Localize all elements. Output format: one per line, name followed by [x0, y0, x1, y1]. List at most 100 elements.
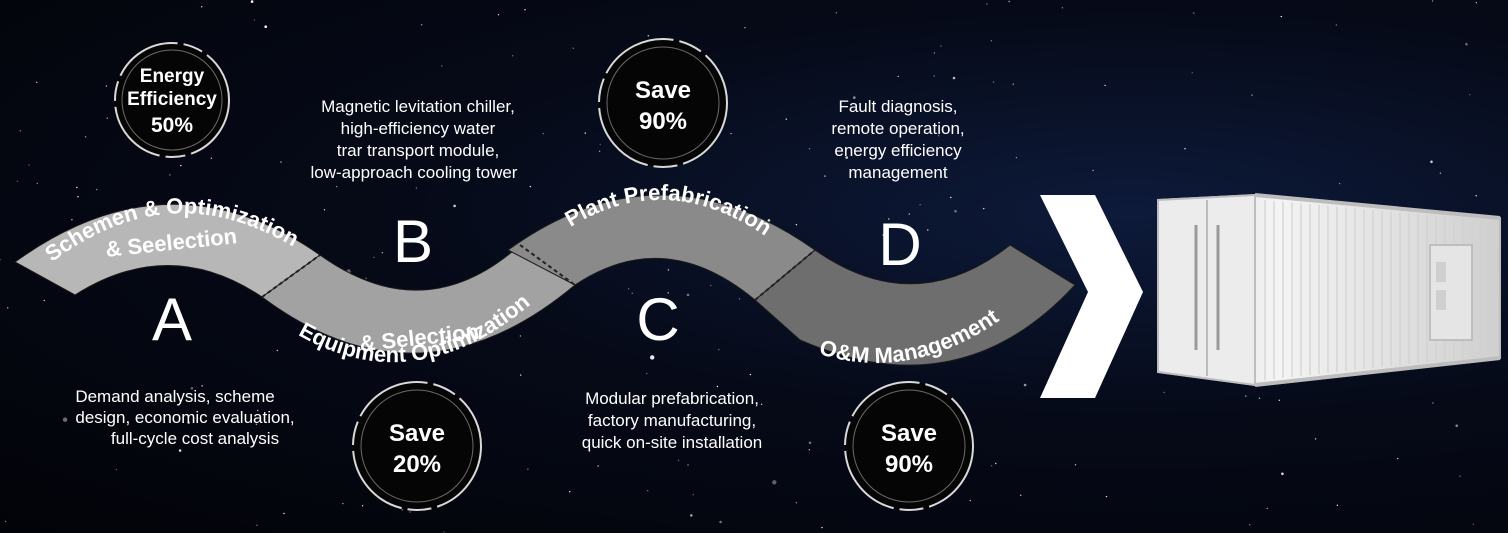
star: [1251, 94, 1253, 96]
star: [950, 196, 952, 199]
star: [597, 465, 599, 467]
star: [106, 117, 109, 119]
star: [77, 196, 79, 198]
star: [1104, 84, 1106, 87]
star: [520, 374, 522, 376]
star: [36, 81, 38, 84]
star: [381, 252, 384, 254]
stage-letter-a: A: [152, 286, 192, 353]
star: [1469, 94, 1471, 96]
star: [749, 373, 752, 376]
star: [1459, 475, 1461, 477]
star: [71, 219, 73, 221]
star: [187, 421, 190, 425]
star: [409, 511, 411, 513]
star: [1249, 524, 1251, 526]
desc-b-line-3: trar transport module,: [337, 141, 500, 160]
star: [1266, 507, 1268, 510]
star: [62, 417, 68, 422]
star: [986, 3, 988, 5]
star: [497, 14, 500, 16]
star: [1338, 182, 1341, 185]
star: [1184, 148, 1186, 150]
star: [257, 409, 259, 412]
joint-b-c: [519, 244, 576, 286]
star: [1465, 42, 1468, 46]
star: [927, 229, 929, 231]
description-b: Magnetic levitation chiller, high-effici…: [311, 97, 518, 182]
star: [342, 502, 344, 505]
star: [190, 387, 194, 390]
star: [897, 75, 899, 78]
star: [599, 143, 601, 146]
star: [661, 446, 663, 448]
star: [1397, 457, 1399, 460]
star: [647, 35, 649, 37]
star: [650, 355, 655, 360]
star: [1455, 424, 1458, 428]
star: [845, 156, 848, 159]
star: [1314, 438, 1317, 440]
star: [1430, 160, 1433, 164]
star: [1191, 72, 1193, 74]
star: [882, 234, 884, 236]
star: [169, 174, 171, 176]
desc-d-line-4: management: [848, 163, 948, 182]
desc-d-line-3: energy efficiency: [834, 141, 962, 160]
star: [365, 277, 367, 279]
star: [719, 436, 722, 438]
badge-b-line-2: 20%: [393, 451, 441, 478]
star: [524, 9, 526, 11]
star: [4, 520, 7, 523]
star: [1258, 397, 1261, 399]
star: [908, 213, 910, 215]
star: [511, 55, 514, 57]
star: [1281, 472, 1284, 476]
star: [1335, 24, 1338, 26]
star: [584, 132, 586, 134]
star: [569, 491, 571, 493]
star: [253, 19, 256, 21]
star: [1163, 391, 1165, 394]
star: [43, 299, 45, 302]
star: [1439, 172, 1442, 174]
desc-b-line-4: low-approach cooling tower: [311, 163, 518, 182]
badge-d-line-1: Save: [881, 420, 937, 447]
star: [401, 509, 403, 511]
star: [76, 186, 78, 189]
star: [690, 514, 693, 517]
star: [572, 47, 574, 49]
chevron-right-icon: [1040, 195, 1143, 398]
desc-a-line-1: Demand analysis, scheme: [75, 387, 274, 406]
desc-d-line-2: remote operation,: [831, 119, 964, 138]
star: [36, 182, 38, 185]
star: [201, 6, 203, 8]
badge-a-line-2: Efficiency: [127, 89, 217, 110]
star: [952, 76, 956, 80]
star: [256, 524, 258, 526]
star: [178, 449, 182, 452]
star: [598, 150, 601, 152]
star: [744, 27, 746, 29]
star: [210, 157, 213, 159]
star: [335, 185, 338, 188]
container-icon: [1157, 193, 1501, 387]
badge-c-line-2: 90%: [639, 108, 687, 135]
star: [990, 465, 993, 467]
badge-a-line-1: Energy: [140, 66, 205, 87]
desc-a-line-2: design, economic evaluation,: [75, 408, 294, 427]
star: [785, 118, 787, 120]
badge-a: Energy Efficiency 50%: [114, 42, 230, 158]
desc-d-line-1: Fault diagnosis,: [838, 97, 957, 116]
badge-c-line-1: Save: [635, 77, 691, 104]
star: [1193, 12, 1195, 14]
star: [255, 423, 258, 425]
desc-b-line-2: high-efficiency water: [341, 119, 496, 138]
star: [730, 132, 732, 135]
star: [453, 204, 456, 208]
star: [542, 132, 544, 135]
star: [667, 292, 669, 294]
star: [7, 307, 9, 309]
star: [954, 210, 957, 213]
star: [933, 75, 935, 77]
